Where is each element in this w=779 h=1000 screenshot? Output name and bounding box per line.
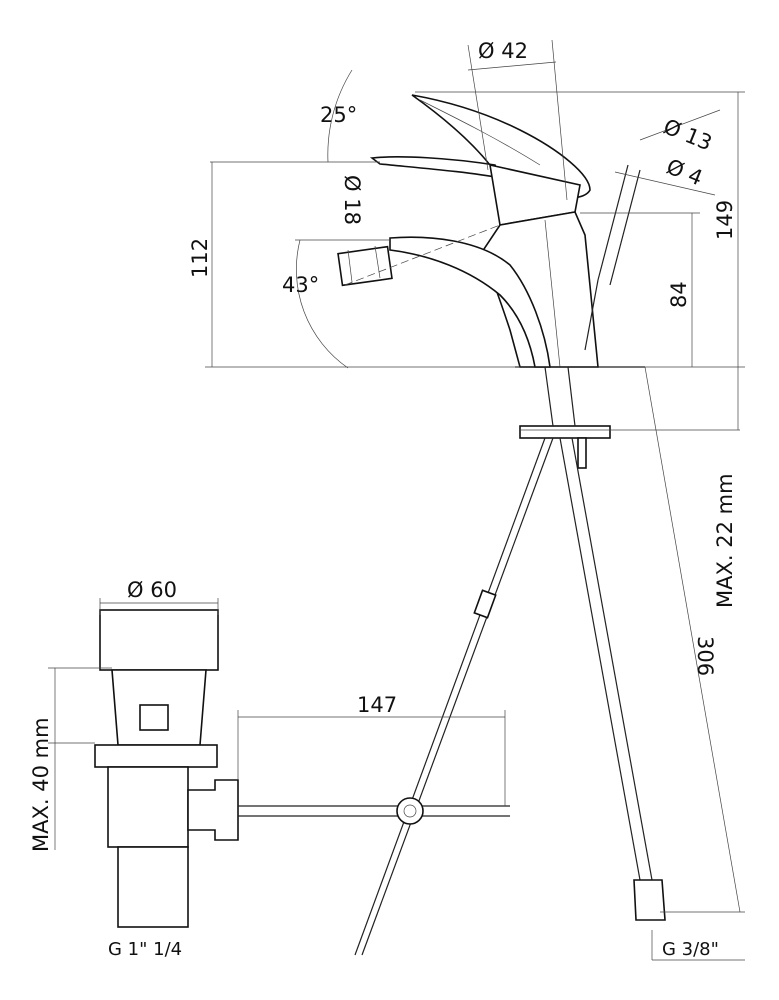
hose-length-label: 306 bbox=[693, 636, 717, 676]
waste-thread-label: G 1" 1/4 bbox=[108, 939, 182, 960]
hose-outer-diameter-label: Ø 13 bbox=[660, 114, 715, 155]
height-112-label: 112 bbox=[188, 238, 212, 278]
aerator-diameter-label: Ø 18 bbox=[340, 175, 364, 225]
lever-angle-label: 25° bbox=[320, 103, 357, 127]
max-basin-thickness-label: MAX. 40 mm bbox=[29, 717, 53, 852]
plug-diameter-label: Ø 60 bbox=[127, 578, 177, 602]
spout-diameter-label: Ø 42 bbox=[478, 39, 528, 63]
faucet-dimension-lines bbox=[205, 39, 745, 961]
height-84-label: 84 bbox=[667, 281, 691, 308]
hose-connection-label: G 3/8" bbox=[662, 939, 719, 960]
hose-inner-diameter-label: Ø 4 bbox=[663, 154, 706, 190]
faucet-body bbox=[337, 94, 740, 956]
spout-angle-label: 43° bbox=[282, 273, 319, 297]
height-149-label: 149 bbox=[713, 200, 737, 240]
max-deck-thickness-label: MAX. 22 mm bbox=[713, 473, 737, 608]
rod-length-label: 147 bbox=[357, 693, 397, 717]
waste-assembly bbox=[48, 598, 510, 928]
